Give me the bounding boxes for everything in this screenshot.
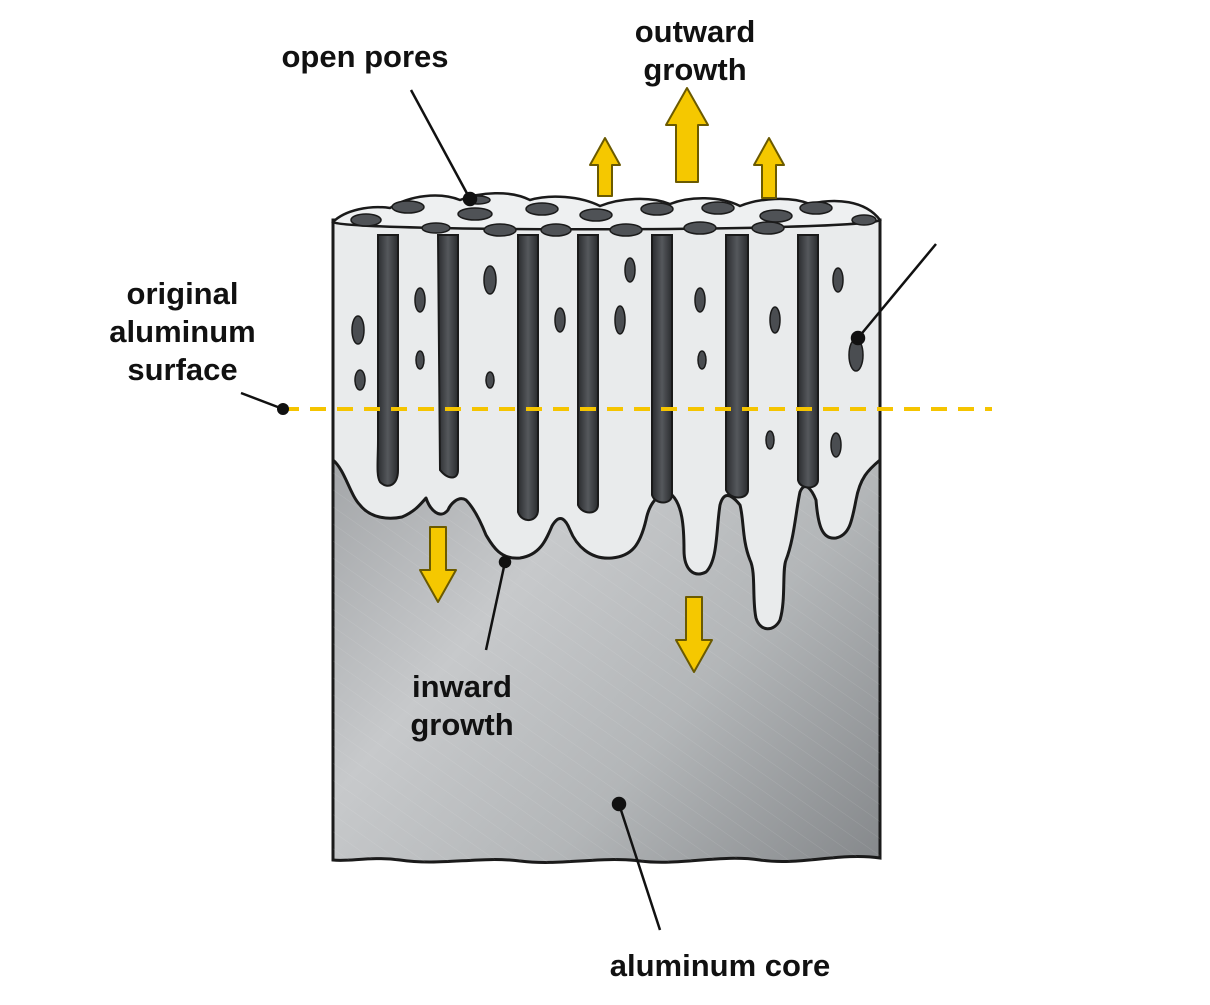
- inward-arrow-right: [675, 596, 713, 673]
- inward-arrow-left: [419, 526, 457, 603]
- inward-growth-arrows: [419, 526, 713, 673]
- outward-arrow-small-right: [753, 137, 785, 199]
- label-aluminum-core: aluminum core: [609, 948, 831, 983]
- label-outward-growth: outward growth: [634, 14, 756, 87]
- outward-growth-arrows: [589, 87, 785, 199]
- pore-channels: [376, 234, 819, 521]
- leader-lines: [240, 89, 937, 931]
- label-open-pores: open pores: [281, 39, 449, 74]
- label-original-aluminum-surface: original aluminum surface: [109, 276, 256, 387]
- outward-arrow-large: [665, 87, 709, 183]
- outward-arrow-small-left: [589, 137, 621, 197]
- label-inward-growth: inward growth: [410, 669, 514, 742]
- oxide-voids: [351, 257, 864, 458]
